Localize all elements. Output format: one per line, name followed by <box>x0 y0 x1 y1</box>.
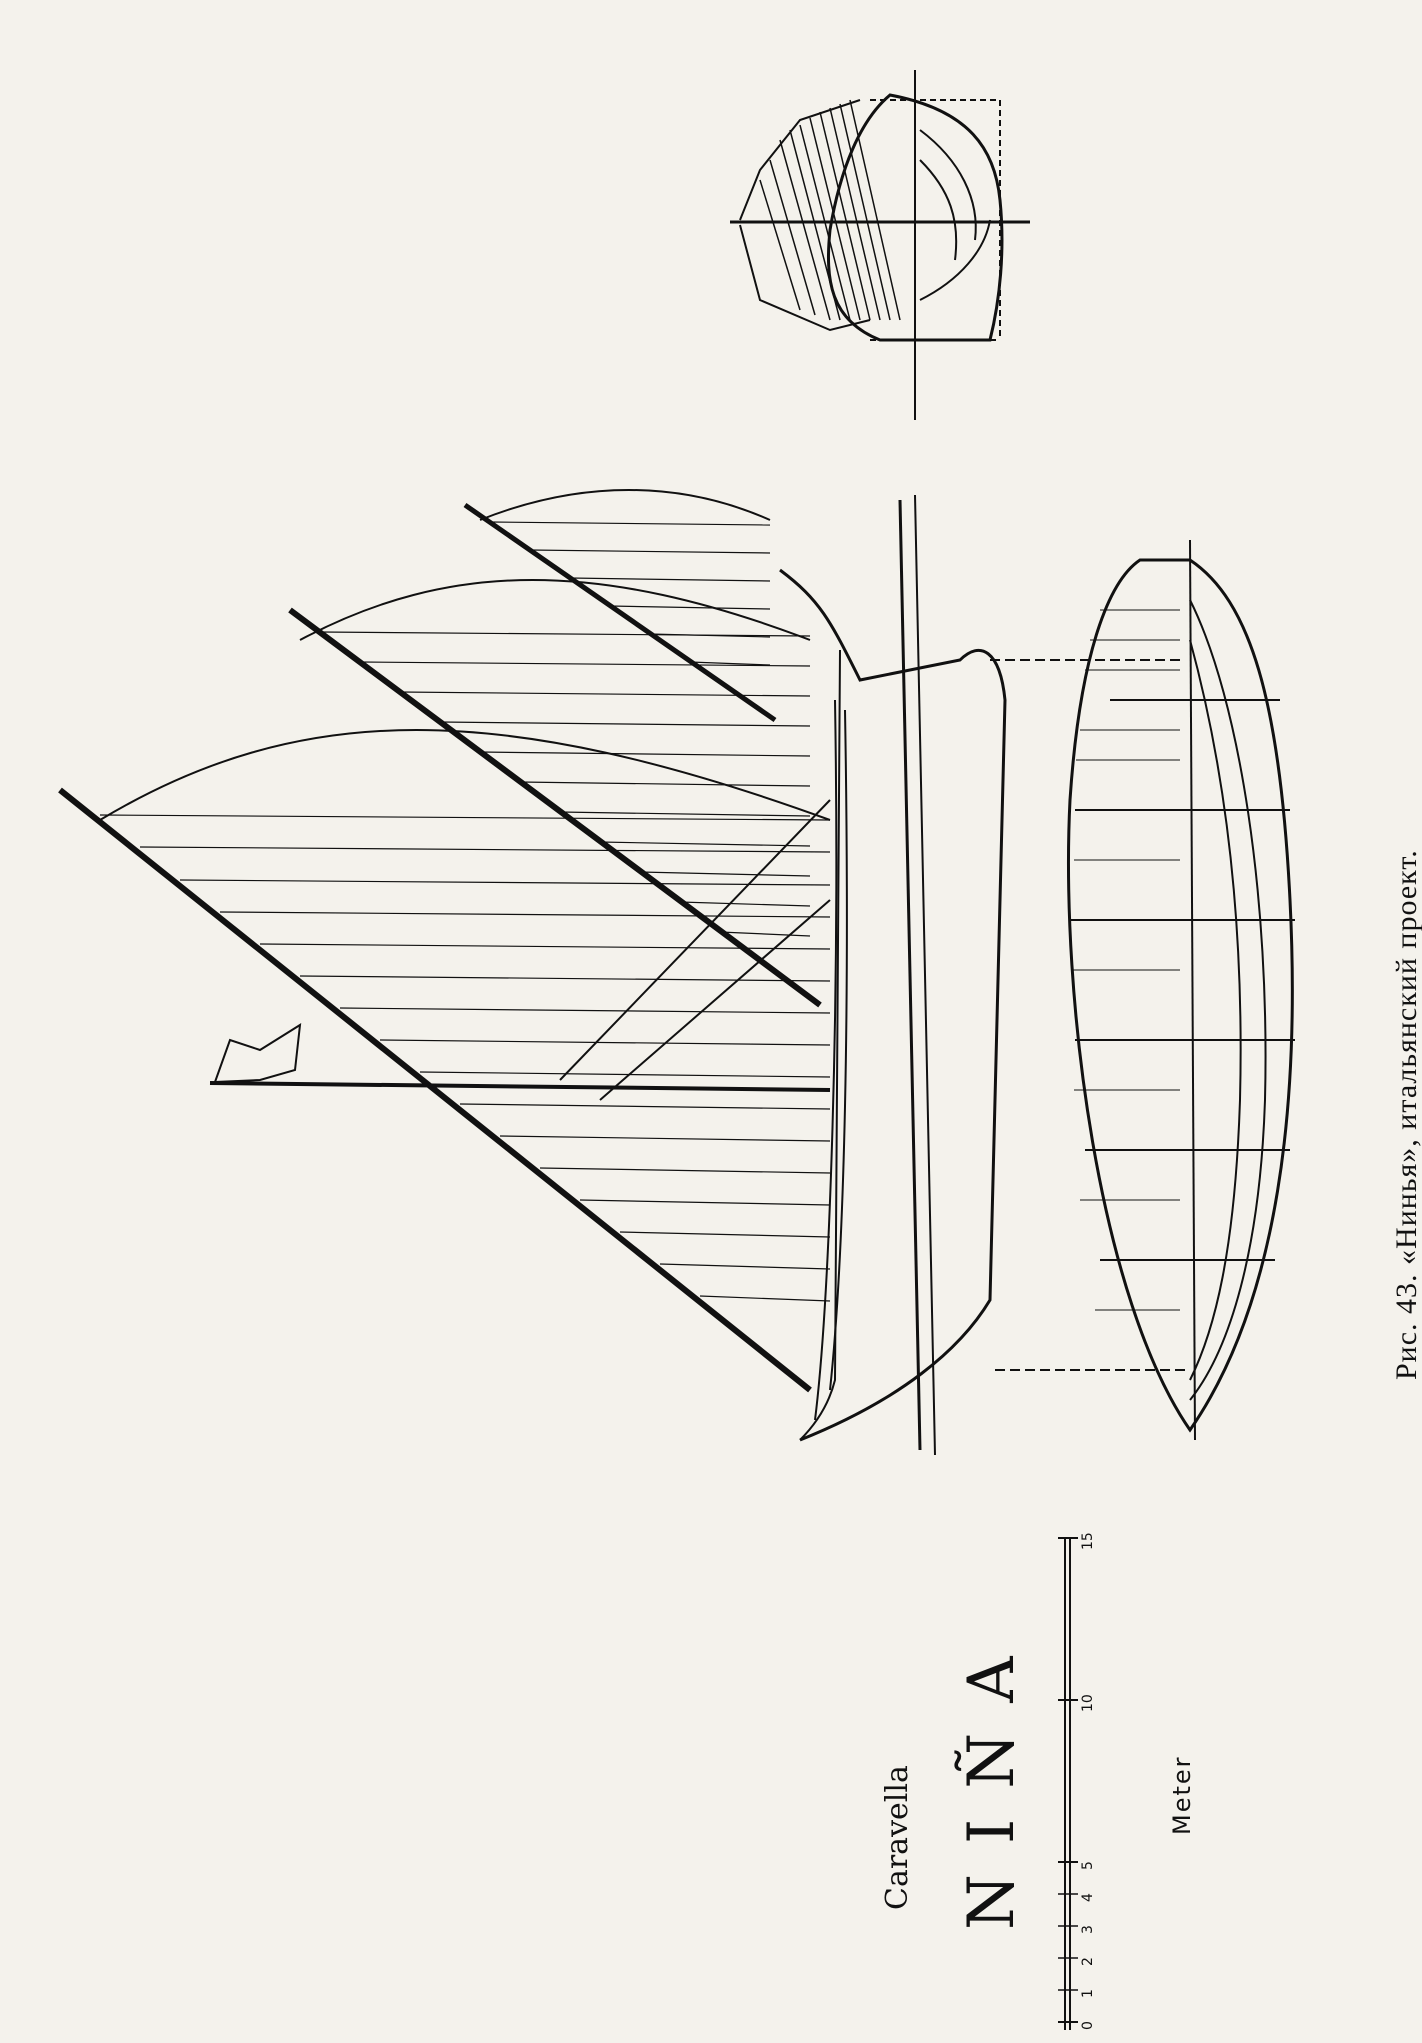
sail-plan <box>58 494 1185 1456</box>
title-caravella: Caravella <box>880 1765 915 1910</box>
scale-tick-label: 15 <box>1080 1532 1096 1550</box>
scale-bar <box>1058 1537 1078 2030</box>
half-breadth-hatching <box>1072 609 1180 1311</box>
scale-tick-label: 1 <box>1080 1989 1096 1998</box>
scale-tick-label: 0 <box>1080 2021 1096 2030</box>
scale-tick-label: 5 <box>1080 1861 1096 1870</box>
scale-tick-label: 4 <box>1080 1893 1096 1902</box>
body-plan-hatching <box>759 99 901 321</box>
figure-caption: Рис. 43. «Нинья», итальянский проект. <box>1390 849 1422 1380</box>
scale-unit-label: Meter <box>1168 1755 1196 1835</box>
sail-plan-hatching <box>99 489 831 1302</box>
half-breadth-plan <box>1067 539 1295 1441</box>
body-plan <box>730 70 1030 420</box>
scale-tick-label: 3 <box>1080 1925 1096 1934</box>
scale-tick-label: 10 <box>1080 1694 1096 1712</box>
scale-tick-label: 2 <box>1080 1957 1096 1966</box>
title-nina: NIÑA <box>955 1626 1029 1931</box>
